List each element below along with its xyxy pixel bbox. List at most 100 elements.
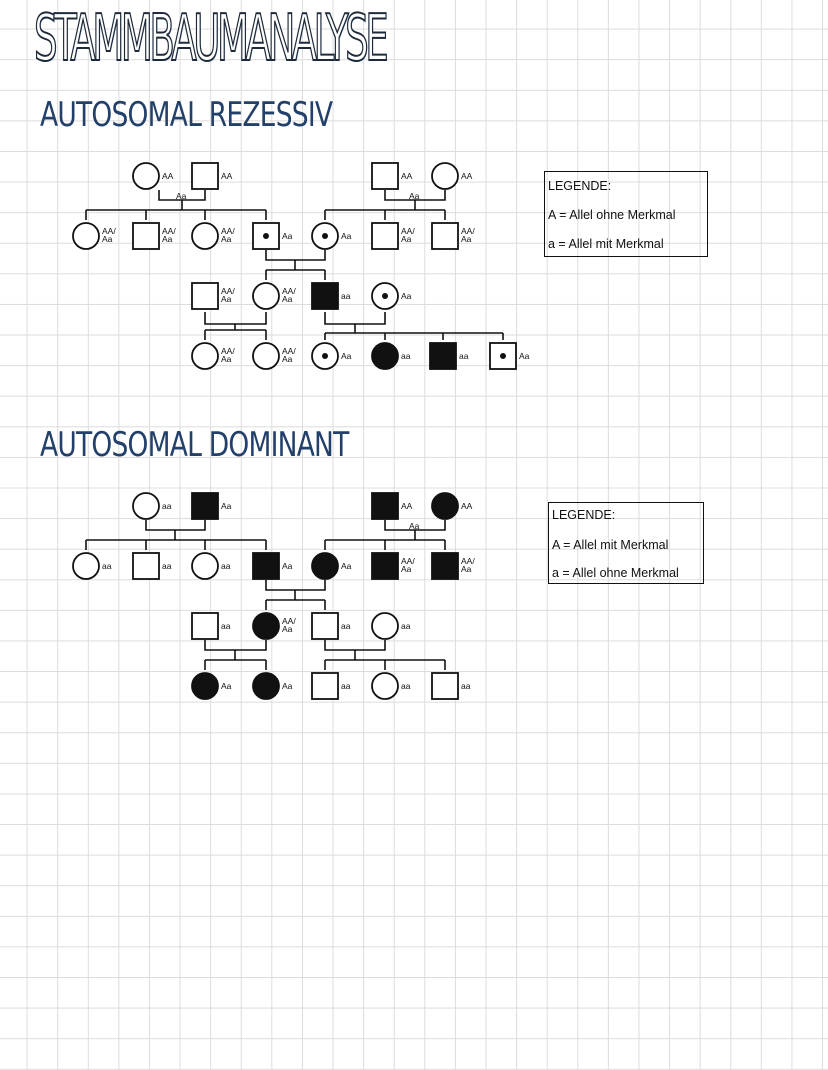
- genotype-label: AA: [162, 171, 174, 181]
- pedigree-individual: aa: [132, 552, 172, 580]
- pedigree-individual: aa: [132, 492, 172, 520]
- genotype-label: Aa: [221, 354, 232, 364]
- genotype-label: aa: [341, 291, 351, 301]
- pedigree-individual: AA: [191, 162, 233, 190]
- pedigree-individual: aa: [72, 552, 112, 580]
- pedigree-individual: Aa: [252, 552, 293, 580]
- female-symbol: [431, 162, 459, 190]
- female-symbol: [252, 282, 280, 310]
- affected-female-symbol: [191, 672, 219, 700]
- genotype-label: Aa: [221, 681, 232, 691]
- male-symbol: [132, 552, 160, 580]
- affected-male-symbol: [311, 282, 339, 310]
- genotype-label: aa: [162, 501, 172, 511]
- genotype-label: Aa: [282, 681, 293, 691]
- couple-genotype-label: Aa: [176, 191, 187, 201]
- genotype-label: AA: [461, 501, 473, 511]
- genotype-label: Aa: [102, 234, 113, 244]
- female-symbol: [371, 672, 399, 700]
- affected-male-symbol: [371, 552, 399, 580]
- affected-male-symbol: [429, 342, 457, 370]
- pedigree-lines-dominant: [85, 520, 446, 670]
- pedigree-individual: AA: [132, 162, 174, 190]
- affected-female-symbol: [431, 492, 459, 520]
- page-title: STAMMBAUMANALYSE: [33, 1, 389, 77]
- pedigree-individual: aa: [311, 612, 351, 640]
- pedigree-individual: Aa: [252, 222, 293, 250]
- female-symbol: [252, 342, 280, 370]
- carrier-dot: [382, 293, 388, 299]
- genotype-label: AA/: [282, 616, 296, 626]
- pedigree-individual: Aa: [371, 282, 412, 310]
- couple-genotype-label: Aa: [409, 191, 420, 201]
- couple-genotype-labels: Aa Aa Aa: [176, 191, 420, 531]
- affected-female-symbol: [252, 672, 280, 700]
- genotype-label: AA: [401, 501, 413, 511]
- legend-title: LEGENDE:: [552, 508, 616, 522]
- pedigree-individual: AA/Aa: [371, 552, 415, 580]
- male-symbol: [132, 222, 160, 250]
- pedigree-individual: aa: [431, 672, 471, 700]
- pedigree-individual: AA/Aa: [252, 282, 296, 310]
- pedigree-individual: AA: [371, 162, 413, 190]
- genotype-label: Aa: [221, 294, 232, 304]
- male-symbol: [191, 282, 219, 310]
- legend-line-2: a = Allel ohne Merkmal: [552, 566, 679, 580]
- pedigree-individual: AA/Aa: [191, 282, 235, 310]
- male-symbol: [191, 612, 219, 640]
- genotype-label: Aa: [461, 234, 472, 244]
- legend-line-1: A = Allel ohne Merkmal: [548, 208, 676, 222]
- female-symbol: [191, 222, 219, 250]
- genotype-label: Aa: [401, 564, 412, 574]
- genotype-label: aa: [102, 561, 112, 571]
- carrier-male-symbol: [489, 342, 517, 370]
- affected-female-symbol: [371, 342, 399, 370]
- pedigree-individual: aa: [311, 282, 351, 310]
- male-symbol: [371, 162, 399, 190]
- affected-female-symbol: [311, 552, 339, 580]
- affected-male-symbol: [431, 552, 459, 580]
- pedigree-individual: Aa: [311, 222, 352, 250]
- genotype-label: Aa: [282, 624, 293, 634]
- male-symbol: [371, 222, 399, 250]
- affected-male-symbol: [191, 492, 219, 520]
- pedigree-individual: aa: [191, 612, 231, 640]
- genotype-label: AA: [401, 171, 413, 181]
- genotype-label: AA/: [102, 226, 116, 236]
- female-symbol: [72, 552, 100, 580]
- genotype-label: Aa: [221, 234, 232, 244]
- pedigree-individual: aa: [371, 612, 411, 640]
- genotype-label: aa: [401, 351, 411, 361]
- genotype-label: aa: [401, 621, 411, 631]
- legend-line-1: A = Allel mit Merkmal: [552, 538, 669, 552]
- couple-genotype-label: Aa: [409, 521, 420, 531]
- male-symbol: [311, 672, 339, 700]
- pedigree-individual: Aa: [252, 672, 293, 700]
- genotype-label: aa: [461, 681, 471, 691]
- genotype-label: aa: [341, 681, 351, 691]
- female-symbol: [132, 162, 160, 190]
- pedigree-individual: Aa: [191, 492, 232, 520]
- genotype-label: AA/: [401, 556, 415, 566]
- pedigree-individual: AA/Aa: [371, 222, 415, 250]
- carrier-dot: [322, 233, 328, 239]
- genotype-label: Aa: [282, 231, 293, 241]
- pedigree-individual: AA/Aa: [72, 222, 116, 250]
- pedigree-individual: AA/Aa: [252, 612, 296, 640]
- female-symbol: [191, 552, 219, 580]
- genotype-label: AA/: [221, 346, 235, 356]
- genotype-label: aa: [401, 681, 411, 691]
- affected-male-symbol: [252, 552, 280, 580]
- genotype-label: Aa: [221, 501, 232, 511]
- pedigree-individual: Aa: [489, 342, 530, 370]
- legend-line-2: a = Allel mit Merkmal: [548, 237, 664, 251]
- genotype-label: Aa: [282, 354, 293, 364]
- genotype-label: Aa: [162, 234, 173, 244]
- pedigree-individual: aa: [371, 672, 411, 700]
- male-symbol: [191, 162, 219, 190]
- pedigree-individual: aa: [191, 552, 231, 580]
- genotype-label: aa: [162, 561, 172, 571]
- legend-dominant: LEGENDE: A = Allel mit Merkmal a = Allel…: [548, 502, 704, 584]
